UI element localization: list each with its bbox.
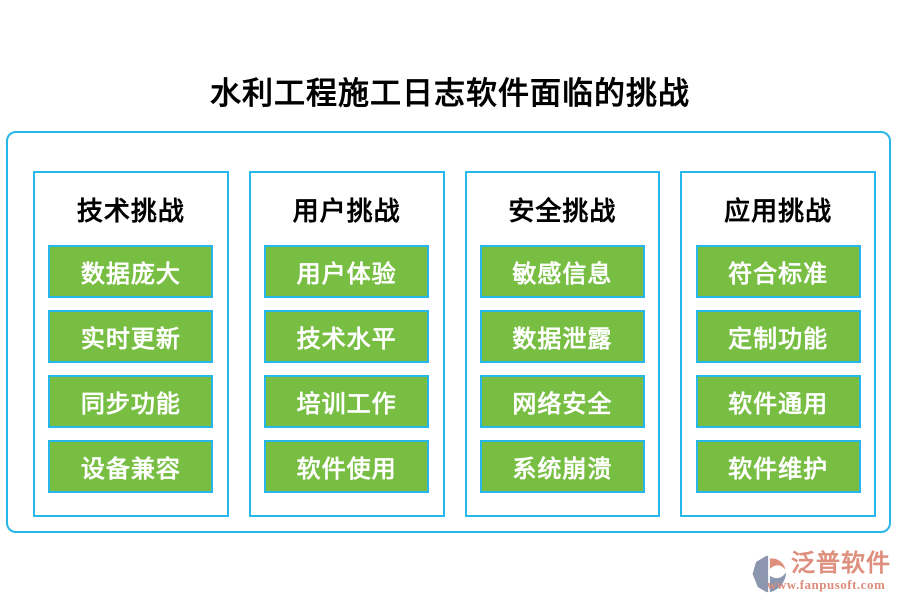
brand-url: www.fanpusoft.com	[767, 577, 886, 592]
column-header: 技术挑战	[76, 197, 185, 226]
page-title: 水利工程施工日志软件面临的挑战	[210, 76, 690, 111]
challenge-node: 系统崩溃	[479, 440, 645, 493]
challenge-node: 同步功能	[48, 375, 214, 428]
column-header: 安全挑战	[508, 197, 617, 226]
challenge-node: 软件通用	[695, 375, 861, 428]
column-technical-challenges: 技术挑战 数据庞大 实时更新 同步功能 设备兼容	[33, 171, 229, 517]
challenge-node: 实时更新	[48, 310, 214, 363]
challenge-node: 技术水平	[264, 310, 430, 363]
fanpu-logo-icon	[750, 553, 788, 595]
column-application-challenges: 应用挑战 符合标准 定制功能 软件通用 软件维护	[680, 171, 876, 517]
challenge-node: 定制功能	[695, 310, 861, 363]
column-header: 用户挑战	[292, 197, 401, 226]
challenge-node: 数据庞大	[48, 245, 214, 298]
challenge-node: 用户体验	[264, 245, 430, 298]
challenge-node: 软件使用	[264, 440, 430, 493]
challenge-node: 设备兼容	[48, 440, 214, 493]
challenge-node: 网络安全	[479, 375, 645, 428]
challenges-panel: 技术挑战 数据庞大 实时更新 同步功能 设备兼容 用户挑战 用户体验 技术水平 …	[6, 131, 891, 533]
challenge-node: 敏感信息	[479, 245, 645, 298]
challenge-node: 符合标准	[695, 245, 861, 298]
challenge-node: 数据泄露	[479, 310, 645, 363]
challenge-node: 软件维护	[695, 440, 861, 493]
column-header: 应用挑战	[724, 197, 833, 226]
brand-text: 泛普软件 www.fanpusoft.com	[767, 551, 891, 592]
column-user-challenges: 用户挑战 用户体验 技术水平 培训工作 软件使用	[248, 171, 445, 517]
brand-watermark: 泛普软件 www.fanpusoft.com	[750, 551, 891, 595]
challenge-node: 培训工作	[264, 375, 430, 428]
brand-name: 泛普软件	[791, 551, 891, 577]
column-security-challenges: 安全挑战 敏感信息 数据泄露 网络安全 系统崩溃	[464, 171, 661, 517]
